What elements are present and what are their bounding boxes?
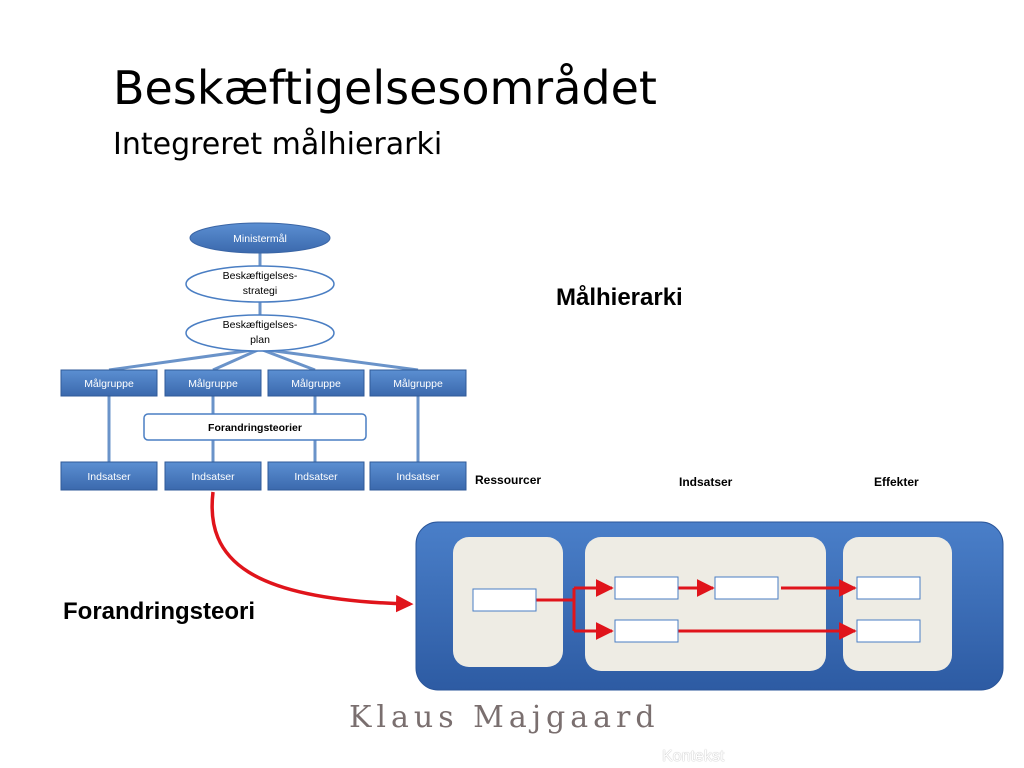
- goal-hierarchy-label: Målhierarki: [556, 284, 683, 311]
- author-name: Klaus Majgaard: [349, 700, 660, 735]
- node-strategy: Beskæftigelses- strategi: [185, 265, 335, 303]
- intervention-box: [714, 576, 779, 600]
- effects-column: [843, 537, 952, 671]
- node-plan: Beskæftigelses- plan: [185, 314, 335, 352]
- target-group-row: Målgruppe Målgruppe Målgruppe Målgruppe: [60, 369, 467, 397]
- node-change-theories: Forandringsteorier: [143, 413, 367, 441]
- interventions-column: [585, 537, 826, 671]
- intervention-box: [614, 619, 679, 643]
- slide-subtitle: Integreret målhierarki: [113, 127, 443, 162]
- hierarchy-connectors: [107, 252, 420, 462]
- context-watermark: Kontekst: [662, 748, 725, 765]
- column-header-resources: Ressourcer: [475, 473, 542, 487]
- resource-box: [472, 588, 537, 612]
- column-header-effects: Effekter: [874, 475, 919, 489]
- logic-model-flow: [472, 576, 921, 643]
- theory-of-change-arrow: [210, 491, 414, 613]
- effect-box: [856, 619, 921, 643]
- intervention-box: [614, 576, 679, 600]
- slide-title: Beskæftigelsesområdet: [113, 61, 657, 115]
- intervention-row: Indsatser Indsatser Indsatser Indsatser: [60, 461, 467, 491]
- logic-model-panel: [415, 521, 1004, 691]
- effect-box: [856, 576, 921, 600]
- theory-of-change-label: Forandringsteori: [63, 598, 256, 625]
- node-minister-goal: Ministermål: [189, 222, 331, 254]
- column-header-interventions: Indsatser: [679, 475, 733, 489]
